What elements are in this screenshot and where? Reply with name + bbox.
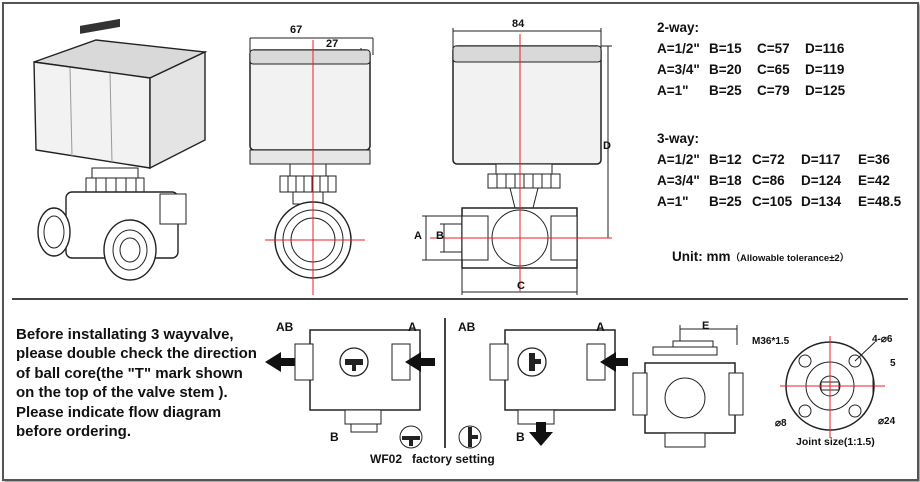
dim-label-b: B xyxy=(436,230,444,242)
spec-cell: D=125 xyxy=(805,83,846,98)
spec-cell: C=86 xyxy=(752,173,785,188)
spec-cell: E=36 xyxy=(858,152,890,167)
note-line: before ordering. xyxy=(16,423,132,441)
joint-caption: Joint size(1:1.5) xyxy=(796,436,875,448)
spec-cell: D=124 xyxy=(801,173,842,188)
two-way-row: A=1/2" B=15 C=57 D=116 xyxy=(657,41,845,62)
port-ab-right: AB xyxy=(458,320,476,334)
spec-cell: B=20 xyxy=(709,62,742,77)
tolerance-label: （Allowable tolerance±2） xyxy=(730,253,850,264)
front-view-drawing xyxy=(422,28,612,295)
port-a-right: A xyxy=(596,320,605,334)
three-way-row: A=1/2" B=12 C=72 D=117 E=36 xyxy=(657,152,901,173)
arrow-left-icon xyxy=(600,352,628,372)
dim-width-67: 67 xyxy=(290,24,303,36)
port-b-right: B xyxy=(516,430,525,444)
dim-width-84: 84 xyxy=(512,18,525,30)
spec-cell: C=79 xyxy=(757,83,790,98)
spec-cell: D=117 xyxy=(801,152,841,167)
note-line: on the top of the valve stem ). xyxy=(16,384,228,402)
joint-d24: ⌀24 xyxy=(878,416,896,427)
joint-holes: 4-⌀6 xyxy=(872,334,893,345)
spec-cell: A=3/4" xyxy=(657,173,700,188)
valve-e-drawing xyxy=(632,325,744,448)
spec-cell: C=57 xyxy=(757,41,790,56)
installation-note: Before installating 3 wayvalve, please d… xyxy=(16,325,257,441)
spec-cell: C=65 xyxy=(757,62,790,77)
dim-label-c: C xyxy=(517,280,525,292)
spec-cell: D=116 xyxy=(805,41,845,56)
spec-cell: D=134 xyxy=(801,194,842,209)
note-line: Please indicate flow diagram xyxy=(16,403,222,421)
legend-symbols xyxy=(399,425,482,449)
port-a-left: A xyxy=(408,320,417,334)
valve-photo xyxy=(33,18,208,281)
legend-factory-setting: factory setting xyxy=(412,452,495,466)
three-way-row: A=3/4" B=18 C=86 D=124 E=42 xyxy=(657,173,901,194)
three-way-title: 3-way: xyxy=(657,131,700,146)
spec-cell: C=105 xyxy=(752,194,793,209)
dim-offset-27: 27 xyxy=(326,38,339,50)
joint-five: 5 xyxy=(890,358,896,369)
spec-cell: B=25 xyxy=(709,83,742,98)
arrow-left-icon xyxy=(405,352,435,372)
spec-cell: E=48.5 xyxy=(858,194,902,209)
spec-cell: B=25 xyxy=(709,194,742,209)
three-way-row: A=1" B=25 C=105 D=134 E=48.5 xyxy=(657,194,901,215)
note-line: please double check the direction xyxy=(16,345,257,363)
two-way-row: A=1" B=25 C=79 D=125 xyxy=(657,83,845,104)
port-ab-left: AB xyxy=(276,320,294,334)
unit-label: Unit: mm xyxy=(672,249,731,264)
legend-wf02: WF02 xyxy=(370,452,403,466)
note-line: of ball core(the "T" mark shown xyxy=(16,364,243,382)
joint-d8: ⌀8 xyxy=(775,418,787,429)
dim-label-a: A xyxy=(414,230,422,242)
joint-m36: M36*1.5 xyxy=(752,336,790,347)
joint-drawing xyxy=(780,336,885,438)
spec-cell: A=1" xyxy=(657,83,689,98)
flow-diagram-right xyxy=(489,329,628,446)
spec-cell: E=42 xyxy=(858,173,890,188)
section-divider xyxy=(12,298,908,300)
arrow-down-icon xyxy=(529,422,553,446)
flow-diagram-left xyxy=(265,329,435,433)
spec-cell: A=1/2" xyxy=(657,152,700,167)
unit-note: Unit: mm（Allowable tolerance±2） xyxy=(672,248,849,266)
port-b-left: B xyxy=(330,430,339,444)
spec-cell: A=1/2" xyxy=(657,41,700,56)
two-way-row: A=3/4" B=20 C=65 D=119 xyxy=(657,62,845,83)
side-view-drawing xyxy=(249,37,374,295)
spec-cell: C=72 xyxy=(752,152,785,167)
note-line: Before installating 3 wayvalve, xyxy=(16,326,234,343)
spec-cell: D=119 xyxy=(805,62,845,77)
spec-cell: A=3/4" xyxy=(657,62,700,77)
spec-cell: B=12 xyxy=(709,152,742,167)
two-way-title: 2-way: xyxy=(657,20,700,35)
spec-cell: B=15 xyxy=(709,41,742,56)
flow-divider xyxy=(444,318,446,448)
arrow-left-icon xyxy=(265,352,297,372)
spec-cell: A=1" xyxy=(657,194,689,209)
spec-cell: B=18 xyxy=(709,173,742,188)
dim-label-d: D xyxy=(603,140,611,152)
dim-label-e: E xyxy=(702,320,710,332)
